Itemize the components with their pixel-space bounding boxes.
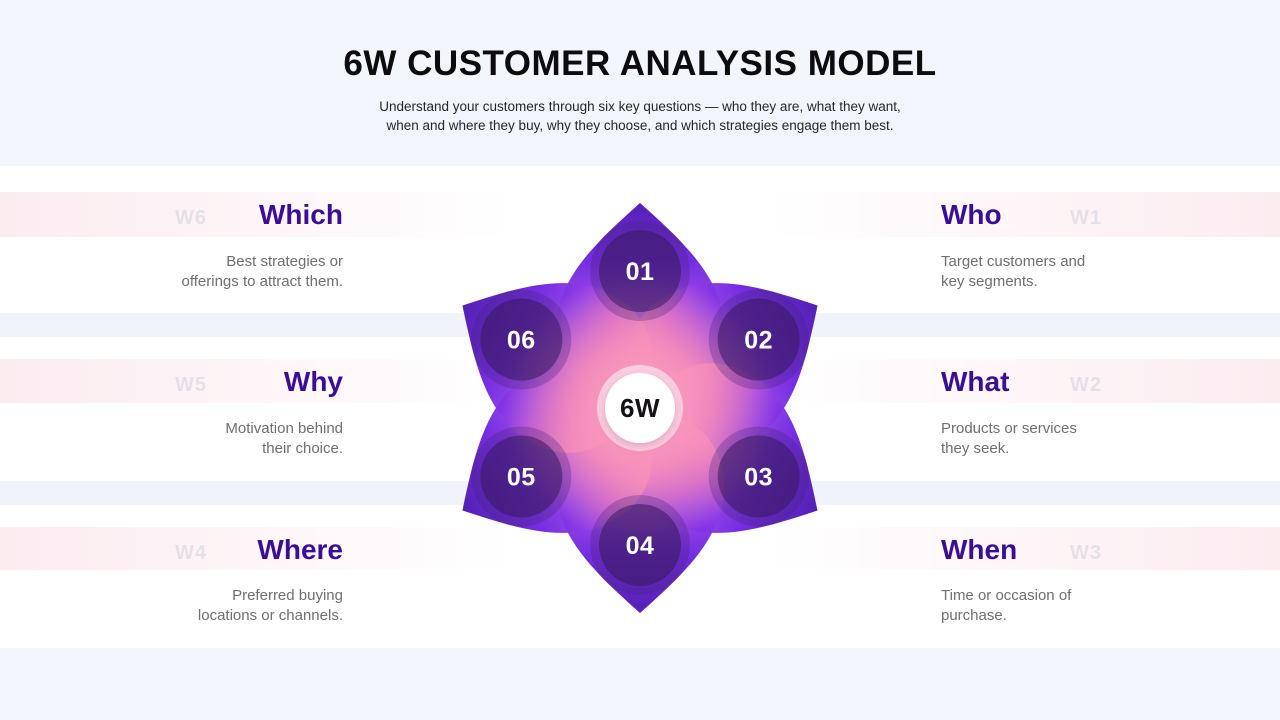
heading-where: Where (257, 534, 343, 565)
petal-03-number: 03 (744, 464, 773, 492)
description-who-line1: Target customers and (941, 253, 1086, 270)
description-when-line2: purchase. (941, 606, 1007, 624)
code-w6: W6 (175, 207, 207, 229)
heading-what: What (941, 366, 1010, 397)
description-who: Target customers and key segments. (941, 252, 1085, 291)
code-w4: W4 (175, 542, 207, 564)
description-why: Motivation behind their choice. (225, 419, 343, 458)
code-w3: W3 (1070, 542, 1102, 564)
description-when-line1: Time or occasion of (941, 587, 1072, 604)
petal-06-number: 06 (507, 327, 536, 355)
petal-01-number: 01 (626, 258, 655, 286)
node-04: 04 (590, 495, 690, 595)
description-which-line1: Best strategies or (226, 253, 343, 270)
petal-05-number: 05 (507, 464, 536, 492)
node-06: 06 (471, 289, 572, 390)
petal-02-number: 02 (744, 327, 773, 355)
code-w2: W2 (1070, 374, 1102, 396)
description-where: Preferred buying locations or channels. (198, 586, 343, 625)
description-what-line2: they seek. (941, 439, 1010, 457)
subtitle-line-2: when and where they buy, why they choose… (386, 118, 894, 133)
heading-when: When (941, 534, 1018, 565)
description-what: Products or services they seek. (941, 419, 1077, 458)
description-why-line1: Motivation behind (225, 420, 343, 437)
description-which-line2: offerings to attract them. (181, 272, 343, 290)
page-title: 6W CUSTOMER ANALYSIS MODEL (343, 44, 937, 83)
flower-diagram: 01 02 03 04 05 06 (462, 203, 818, 613)
description-which: Best strategies or offerings to attract … (182, 252, 343, 291)
node-03: 03 (708, 426, 809, 527)
code-w1: W1 (1070, 207, 1102, 229)
description-why-line2: their choice. (262, 439, 343, 457)
center-label: 6W (620, 393, 660, 423)
center-badge: 6W (597, 365, 683, 451)
heading-who: Who (941, 199, 1002, 230)
description-where-line2: locations or channels. (197, 606, 343, 624)
description-what-line1: Products or services (941, 420, 1077, 437)
description-where-line1: Preferred buying (232, 587, 343, 604)
node-02: 02 (708, 289, 809, 390)
node-01: 01 (590, 221, 690, 321)
subtitle-line-1: Understand your customers through six ke… (379, 99, 901, 114)
heading-which: Which (259, 199, 343, 230)
description-when: Time or occasion of purchase. (941, 586, 1071, 625)
node-05: 05 (471, 426, 572, 527)
description-who-line2: key segments. (941, 272, 1038, 290)
header-background-band (0, 0, 1280, 166)
petal-04-number: 04 (626, 532, 655, 560)
footer-background-band (0, 648, 1280, 720)
code-w5: W5 (175, 374, 207, 396)
heading-why: Why (283, 366, 343, 397)
